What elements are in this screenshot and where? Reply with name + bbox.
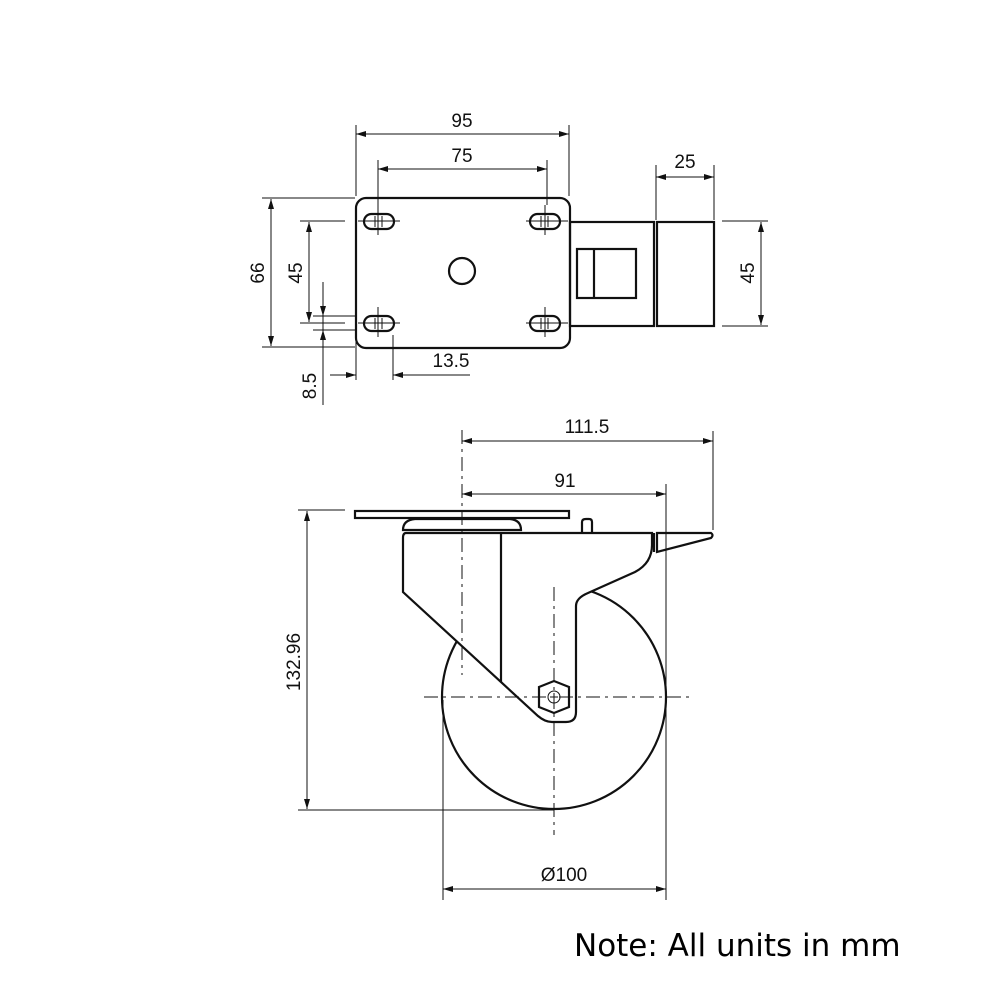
side-view: 111.5 91 132.96 Ø100 [284, 417, 714, 900]
brake-pedal [655, 220, 716, 328]
dim-height: 132.96 [284, 633, 305, 691]
side-dimensions: 111.5 91 132.96 Ø100 [284, 417, 714, 900]
top-view: 95 75 25 66 45 45 8.5 13.5 [248, 111, 768, 405]
centerlines [424, 430, 692, 835]
center-bolt-hole [447, 256, 477, 286]
dim-total-reach: 111.5 [565, 417, 610, 438]
fork [401, 531, 654, 724]
swivel-bearing [401, 517, 523, 532]
brake-stud [580, 517, 594, 533]
dim-hole-spacing-x: 75 [451, 146, 472, 167]
dim-pedal-width: 25 [674, 152, 695, 173]
dim-plate-width: 95 [451, 111, 472, 132]
dim-wheel-diameter: Ø100 [541, 865, 587, 886]
dim-slot-width: 8.5 [300, 373, 321, 399]
brake-block [575, 247, 638, 300]
dim-slot-length: 13.5 [433, 351, 470, 372]
units-note: Note: All units in mm [574, 928, 901, 964]
mounting-slots [358, 205, 568, 337]
dim-hole-spacing-y: 45 [286, 262, 307, 283]
top-dimensions: 95 75 25 66 45 45 8.5 13.5 [248, 111, 768, 405]
brake-housing [568, 220, 656, 328]
dim-plate-depth: 66 [248, 262, 269, 283]
dim-brake-depth: 45 [738, 262, 759, 283]
brake-pedal-side [655, 531, 714, 554]
dim-offset: 91 [554, 471, 575, 492]
